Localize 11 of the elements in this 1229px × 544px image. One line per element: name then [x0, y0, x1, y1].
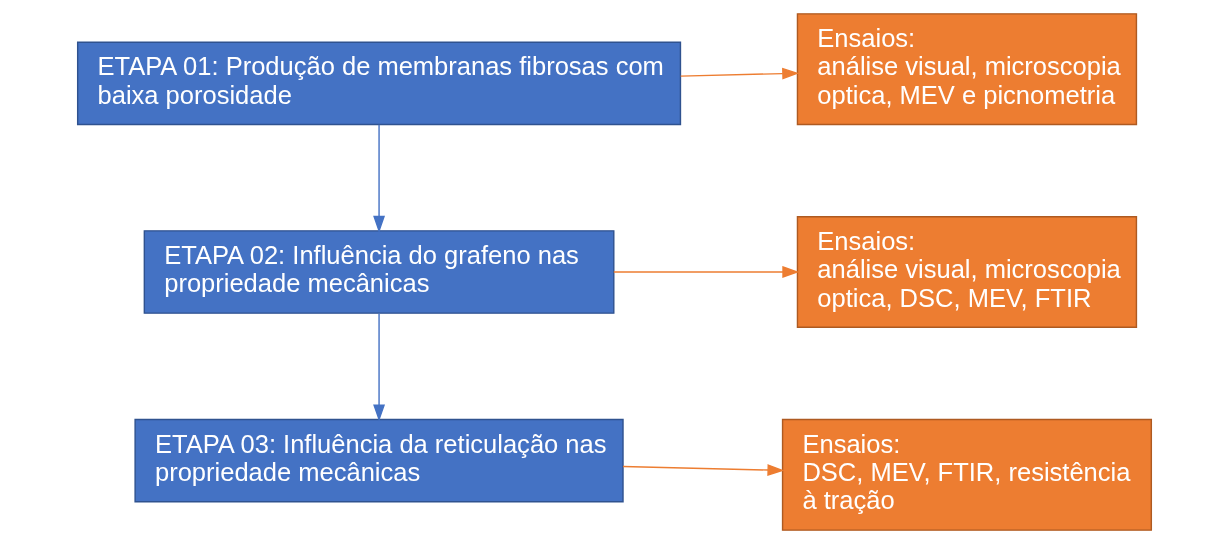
node-box: ETAPA 01: Produção de membranas fibrosas com baixa porosidade [76, 41, 682, 126]
arrow [613, 266, 800, 278]
arrow [622, 464, 785, 476]
node-box: Ensaios: DSC, MEV, FTIR, resistência à tração [781, 418, 1153, 531]
node-box: Ensaios: análise visual, microscopia optica, MEV e picnometria [796, 13, 1138, 126]
node-box: ETAPA 02: Influência do grafeno nas propriedade mecânicas [143, 230, 615, 314]
node-box: Ensaios: análise visual, microscopia optica, DSC, MEV, FTIR [796, 216, 1138, 328]
arrow [680, 67, 800, 80]
arrow [373, 312, 386, 422]
node-box: ETAPA 03: Influência da reticulação nas propriedade mecânicas [134, 418, 624, 503]
arrow [373, 124, 386, 233]
